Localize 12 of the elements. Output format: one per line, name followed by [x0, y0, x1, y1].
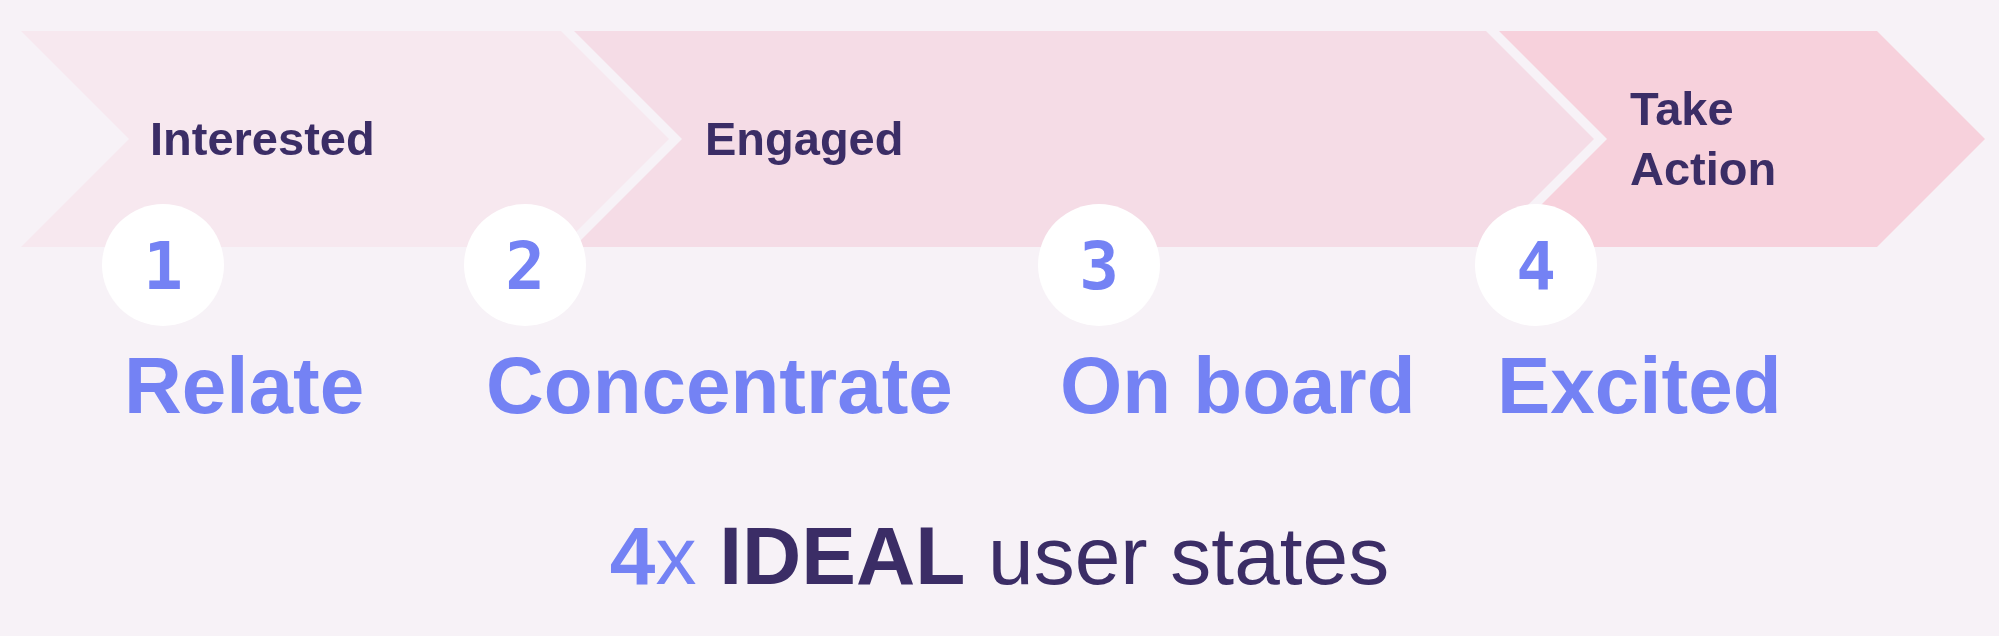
- step-label: On board: [1060, 346, 1416, 426]
- step-number: 1: [143, 234, 183, 300]
- step-label: Excited: [1497, 346, 1782, 426]
- step-number: 4: [1516, 234, 1556, 300]
- stage-label: Engaged: [705, 111, 904, 167]
- stage-label: Interested: [150, 111, 375, 167]
- step-label: Relate: [124, 346, 365, 426]
- step-number: 2: [505, 234, 545, 300]
- step-number: 3: [1079, 234, 1119, 300]
- step-label: Concentrate: [486, 346, 953, 426]
- stage-label: Take Action: [1630, 81, 1777, 197]
- caption: 4x IDEAL user states: [609, 515, 1390, 597]
